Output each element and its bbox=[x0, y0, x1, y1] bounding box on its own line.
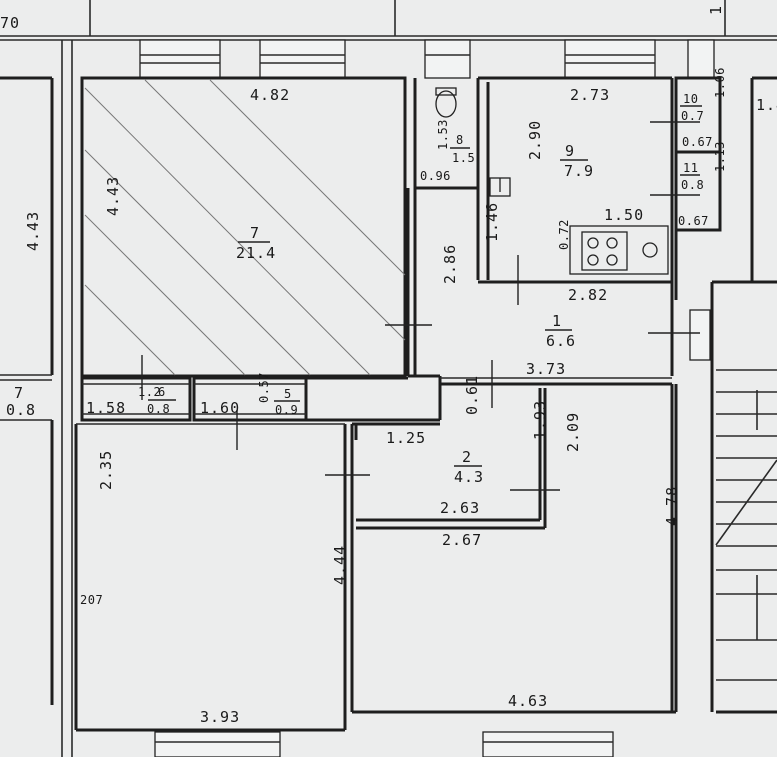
room-1-number: 1 bbox=[552, 312, 562, 330]
room-4-width-top: 2.67 bbox=[442, 531, 482, 549]
room-2-width-bottom: 2.63 bbox=[440, 499, 480, 517]
room-11-height: 1.13 bbox=[713, 141, 727, 172]
room-5-area: 0.9 bbox=[275, 403, 298, 417]
top-windows bbox=[139, 39, 715, 79]
room-1-width-bottom: 3.73 bbox=[526, 360, 566, 378]
room-2-area: 4.3 bbox=[454, 468, 484, 486]
sink-icon bbox=[489, 177, 511, 197]
label-left-443: 4.43 bbox=[24, 211, 42, 251]
label-far-right-14: 1.4 bbox=[756, 96, 777, 114]
room-7-height: 4.43 bbox=[104, 176, 122, 216]
room-8-toilet bbox=[413, 78, 511, 280]
room-5-number: 5 bbox=[284, 387, 292, 401]
room-2-number: 2 bbox=[462, 448, 472, 466]
room-9-stove-dim: 1.50 bbox=[604, 206, 644, 224]
room-6-small: 1.2 bbox=[138, 385, 161, 399]
room-7-width: 4.82 bbox=[250, 86, 290, 104]
label-top-right-1: 1 bbox=[707, 5, 725, 15]
room-6-width: 1.58 bbox=[86, 399, 126, 417]
room-4 bbox=[352, 384, 678, 714]
room-9-kitchen bbox=[478, 76, 674, 376]
room-4-height: 4.78 bbox=[663, 486, 681, 526]
room-11-number: 11 bbox=[683, 161, 698, 175]
room-5-width: 1.60 bbox=[200, 399, 240, 417]
label-top-70: 70 bbox=[0, 14, 20, 32]
room-6-number: 6 bbox=[158, 385, 166, 399]
labels: 70 1 1.4 4.43 7 0.8 4.82 4.43 7 21.4 1.5… bbox=[0, 5, 777, 726]
room-10-height: 1.06 bbox=[713, 67, 727, 98]
left-neighbor bbox=[0, 40, 73, 757]
room-9-height: 2.90 bbox=[526, 120, 544, 160]
rooms-10-11 bbox=[674, 76, 722, 232]
room-11-area: 0.8 bbox=[681, 178, 704, 192]
room-1-height-2: 1.46 bbox=[483, 202, 501, 242]
room-9-number: 9 bbox=[565, 142, 575, 160]
room-7 bbox=[80, 76, 407, 378]
room-5-height: 0.57 bbox=[257, 372, 271, 403]
room-3-height-right: 4.44 bbox=[331, 545, 349, 585]
label-left-7: 7 bbox=[14, 384, 24, 402]
room-2-height-left: 0.61 bbox=[463, 375, 481, 415]
room-7-area: 21.4 bbox=[236, 244, 276, 262]
toilet-icon bbox=[435, 87, 457, 118]
room-9-area: 7.9 bbox=[564, 162, 594, 180]
room-2-height-1: 1.93 bbox=[531, 400, 549, 440]
room-7-number: 7 bbox=[250, 224, 260, 242]
room-10-number: 10 bbox=[683, 92, 698, 106]
room-10-width: 0.67 bbox=[682, 135, 713, 149]
room-8-height: 1.53 bbox=[436, 119, 450, 150]
room-1-width-top: 2.82 bbox=[568, 286, 608, 304]
room-8-area: 1.5 bbox=[452, 151, 475, 165]
room-8-width: 0.96 bbox=[420, 169, 451, 183]
room-1-height-1: 2.86 bbox=[441, 244, 459, 284]
room-1-hall bbox=[406, 188, 672, 386]
room-2-height-2: 2.09 bbox=[564, 412, 582, 452]
room-3-note: 207 bbox=[80, 593, 103, 607]
room-2-width-top: 1.25 bbox=[386, 429, 426, 447]
label-left-08: 0.8 bbox=[6, 401, 36, 419]
stairwell bbox=[674, 76, 777, 714]
room-7-hatching bbox=[84, 79, 406, 376]
room-9-width: 2.73 bbox=[570, 86, 610, 104]
closets-row bbox=[80, 376, 442, 422]
room-2 bbox=[352, 388, 547, 530]
stairs-steps bbox=[715, 369, 777, 681]
room-4-width-bottom: 4.63 bbox=[508, 692, 548, 710]
room-10-area: 0.7 bbox=[681, 109, 704, 123]
room-9-sink-dim: 0.72 bbox=[557, 219, 571, 250]
door-marks bbox=[141, 121, 700, 491]
room-11-width: 0.67 bbox=[678, 214, 709, 228]
room-3-height: 2.35 bbox=[97, 450, 115, 490]
room-1-area: 6.6 bbox=[546, 332, 576, 350]
room-6-area: 0.8 bbox=[147, 402, 170, 416]
stove-icon bbox=[569, 225, 669, 275]
room-8-number: 8 bbox=[456, 133, 464, 147]
room-3-width-bottom: 3.93 bbox=[200, 708, 240, 726]
bottom-windows bbox=[154, 731, 614, 757]
